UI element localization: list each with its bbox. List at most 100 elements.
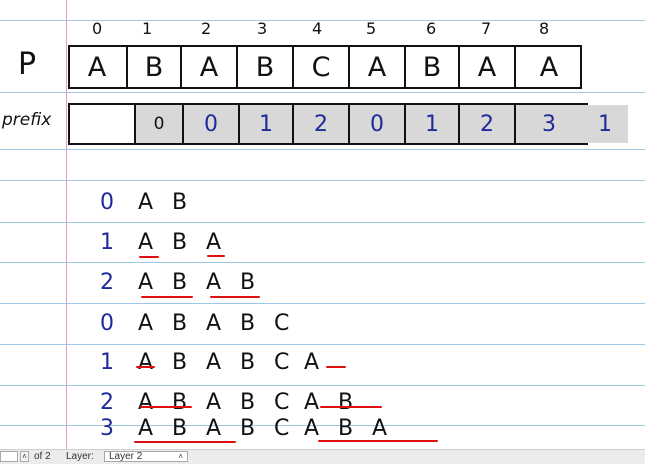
prefix-cell: 0 bbox=[134, 104, 182, 144]
index-label: 0 bbox=[92, 19, 103, 38]
index-label: 6 bbox=[426, 19, 437, 38]
prefix-shaded-area bbox=[134, 105, 628, 143]
sequence-char: B bbox=[338, 390, 354, 415]
sequence-char: A bbox=[138, 390, 154, 415]
ruled-line bbox=[0, 180, 645, 181]
underline-mark bbox=[210, 296, 260, 298]
sequence-char: A bbox=[206, 311, 222, 336]
sequence-char: B bbox=[240, 416, 256, 441]
underline-mark bbox=[136, 366, 155, 368]
sequence-char: A bbox=[138, 416, 154, 441]
underline-mark bbox=[141, 296, 193, 298]
sequence-char: C bbox=[274, 390, 290, 415]
sequence-char: A bbox=[206, 350, 222, 375]
sequence-char: B bbox=[172, 350, 188, 375]
sequence-char: B bbox=[172, 190, 188, 215]
sequence-char: A bbox=[138, 230, 154, 255]
prefix-cell: 1 bbox=[238, 104, 292, 144]
ruled-line bbox=[0, 20, 645, 21]
sequence-char: B bbox=[172, 390, 188, 415]
sequence-number: 0 bbox=[100, 311, 114, 336]
prefix-cell: 3 bbox=[514, 104, 582, 144]
page-stepper-icon[interactable]: ˄ bbox=[20, 451, 29, 462]
pattern-cell: B bbox=[126, 45, 180, 89]
layer-select-value: Layer 2 bbox=[109, 451, 143, 462]
pattern-table bbox=[68, 45, 582, 89]
sequence-char: C bbox=[274, 416, 290, 441]
sequence-char: B bbox=[172, 230, 188, 255]
sequence-number: 1 bbox=[100, 350, 114, 375]
pattern-cell: C bbox=[292, 45, 348, 89]
sequence-char: A bbox=[304, 350, 320, 375]
sequence-char: C bbox=[274, 350, 290, 375]
prefix-cell: 1 bbox=[598, 111, 612, 137]
index-label: 7 bbox=[481, 19, 492, 38]
pattern-cell: B bbox=[236, 45, 292, 89]
sequence-char: B bbox=[240, 390, 256, 415]
sequence-char: A bbox=[372, 416, 388, 441]
sequence-char: A bbox=[138, 311, 154, 336]
sequence-number: 3 bbox=[100, 416, 114, 441]
sequence-char: A bbox=[138, 270, 154, 295]
underline-mark bbox=[140, 406, 192, 408]
status-bar: ˄ of 2 Layer: Layer 2 ˄ bbox=[0, 449, 645, 464]
index-label: 2 bbox=[201, 19, 212, 38]
pattern-cell: B bbox=[404, 45, 458, 89]
pattern-cell: A bbox=[514, 45, 582, 89]
ruled-line bbox=[0, 149, 645, 150]
sequence-char: C bbox=[274, 311, 290, 336]
sequence-char: A bbox=[304, 390, 320, 415]
ruled-line bbox=[0, 425, 645, 426]
sequence-char: A bbox=[138, 190, 154, 215]
prefix-cell: 0 bbox=[182, 104, 238, 144]
chevron-up-icon: ˄ bbox=[178, 452, 183, 461]
ruled-line bbox=[0, 92, 645, 93]
sequence-char: B bbox=[240, 270, 256, 295]
sequence-char: B bbox=[172, 270, 188, 295]
ruled-line bbox=[0, 222, 645, 223]
sequence-char: A bbox=[206, 270, 222, 295]
sequence-number: 1 bbox=[100, 230, 114, 255]
underline-mark bbox=[326, 366, 346, 368]
pattern-cell: A bbox=[87, 51, 107, 83]
sequence-char: B bbox=[172, 311, 188, 336]
sequence-char: B bbox=[240, 350, 256, 375]
ruled-line bbox=[0, 385, 645, 386]
sequence-char: B bbox=[338, 416, 354, 441]
index-label: 8 bbox=[539, 19, 550, 38]
sequence-char: A bbox=[206, 416, 222, 441]
layer-select[interactable]: Layer 2 ˄ bbox=[104, 451, 188, 462]
underline-mark bbox=[139, 256, 159, 258]
prefix-cell: 2 bbox=[292, 104, 348, 144]
underline-mark bbox=[318, 440, 438, 442]
index-label: 5 bbox=[366, 19, 377, 38]
sequence-number: 0 bbox=[100, 190, 114, 215]
sequence-char: A bbox=[138, 350, 154, 375]
pattern-label: P bbox=[18, 47, 37, 82]
sequence-char: B bbox=[172, 416, 188, 441]
ruled-line bbox=[0, 262, 645, 263]
ruled-line bbox=[0, 344, 645, 345]
prefix-cell: 2 bbox=[458, 104, 514, 144]
index-label: 1 bbox=[142, 19, 153, 38]
sequence-char: A bbox=[206, 230, 222, 255]
pattern-cell: A bbox=[348, 45, 404, 89]
prefix-label: prefix bbox=[2, 110, 52, 130]
page-total: of 2 bbox=[34, 451, 51, 462]
index-label: 4 bbox=[312, 19, 323, 38]
page-number-input[interactable] bbox=[0, 451, 18, 462]
margin-line bbox=[66, 0, 67, 449]
prefix-cell: 0 bbox=[348, 104, 404, 144]
sequence-char: B bbox=[240, 311, 256, 336]
layer-label: Layer: bbox=[66, 451, 94, 462]
underline-mark bbox=[207, 255, 225, 257]
underline-mark bbox=[134, 441, 236, 443]
sequence-char: A bbox=[206, 390, 222, 415]
sequence-number: 2 bbox=[100, 270, 114, 295]
